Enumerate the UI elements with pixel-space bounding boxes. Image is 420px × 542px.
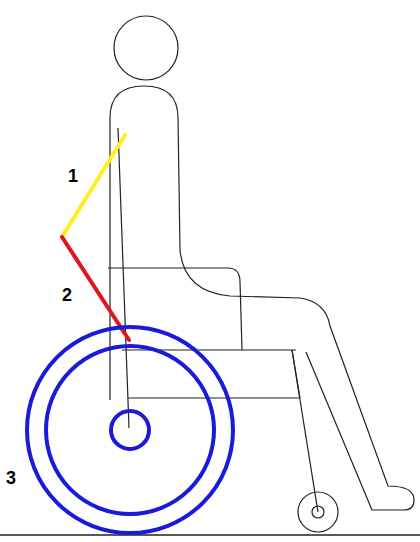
upper-arm xyxy=(62,135,125,237)
rear-wheel xyxy=(46,346,214,514)
front-fork xyxy=(292,350,318,512)
forearm xyxy=(62,237,129,340)
head xyxy=(114,16,178,80)
callout-number: 3 xyxy=(6,469,16,487)
caster-wheel xyxy=(298,492,338,532)
callout-number: 2 xyxy=(62,286,72,304)
push-rim xyxy=(27,327,233,533)
ground-line xyxy=(0,534,420,536)
seat-frame xyxy=(128,397,300,398)
callout-number: 1 xyxy=(68,167,78,185)
backrest-post xyxy=(118,128,129,428)
wheel-hub xyxy=(111,411,149,449)
caster-hub xyxy=(312,506,324,518)
body-outline xyxy=(110,86,414,510)
